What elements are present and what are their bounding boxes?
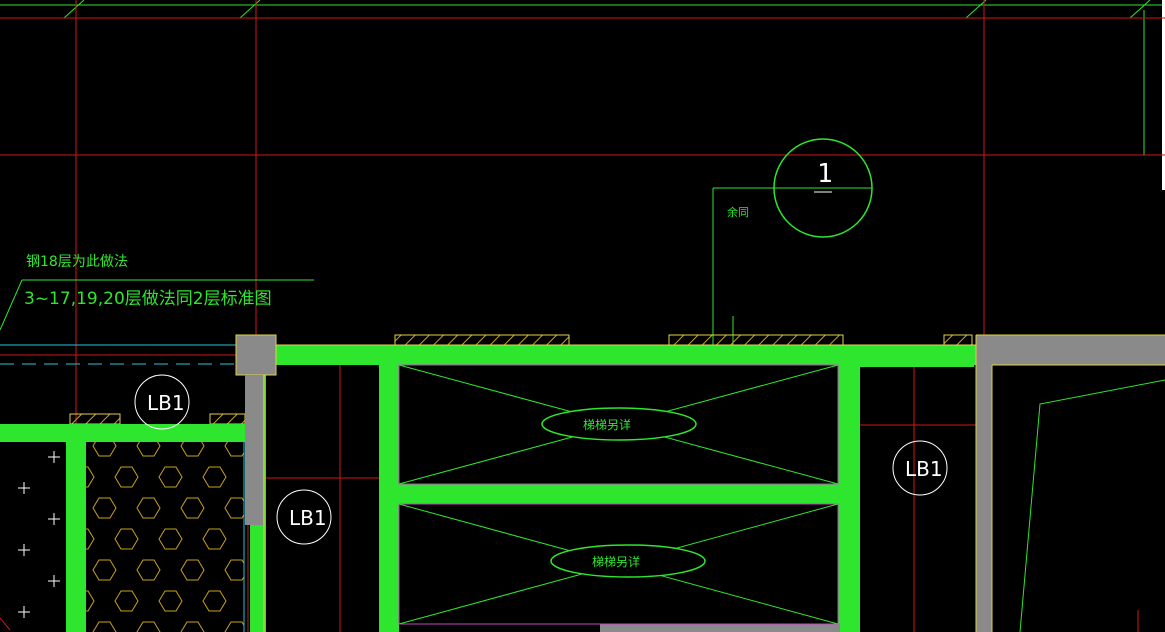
wall-gray-right — [976, 335, 992, 632]
room-label-1: LB1 — [147, 391, 185, 415]
stair-label-2: 梯梯另详 — [592, 554, 640, 569]
hatch-beam-1 — [394, 334, 570, 346]
diag-tick-3 — [965, 0, 987, 19]
room-label-circle-2[interactable] — [276, 489, 332, 545]
room-label-2: LB1 — [289, 506, 327, 530]
hatch-beam-4 — [69, 413, 121, 425]
wall-gray-right-top — [976, 335, 1165, 365]
room-label-circle-1[interactable] — [134, 374, 190, 430]
column-left — [235, 334, 277, 376]
yellow-outlines — [263, 334, 1165, 632]
hatch-beam-5 — [209, 413, 246, 425]
stair-void-2[interactable] — [398, 503, 839, 625]
hatch-beam-2 — [668, 334, 844, 346]
diag-tick-2 — [239, 0, 261, 19]
note-leader-diagonal — [0, 279, 23, 331]
white-edge — [1162, 0, 1165, 190]
note-line-2: 3~17,19,20层做法同2层标准图 — [24, 289, 272, 309]
section-marker-number: 1 — [817, 159, 833, 189]
wall-gray-left — [245, 375, 263, 525]
diag-tick-4 — [1129, 0, 1151, 19]
room-label-circle-3[interactable] — [892, 440, 948, 496]
room-label-3: LB1 — [905, 457, 943, 481]
plus-symbol-room — [18, 451, 60, 618]
hatch-beam-3 — [943, 334, 973, 346]
section-caption: 余同 — [727, 205, 749, 219]
right-room-outline — [1019, 379, 1165, 632]
hex-pattern-room — [86, 442, 244, 632]
note-line-1: 钢18层为此做法 — [26, 254, 128, 270]
diag-tick-1 — [63, 0, 85, 19]
stair-void-1[interactable] — [398, 364, 839, 485]
stair-label-1: 梯梯另详 — [583, 417, 631, 432]
wall-gray-bottom — [600, 624, 840, 632]
